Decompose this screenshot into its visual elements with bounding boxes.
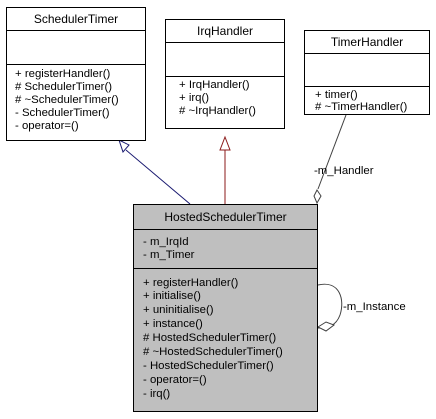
method-item: + IrqHandler() [179,79,250,91]
inheritance-arrow-irq-handler [219,135,231,151]
method-item: # ~HostedSchedulerTimer() [143,346,283,358]
method-item: # ~IrqHandler() [179,105,256,117]
aggregation-diamond-handler [313,189,322,205]
method-item: # SchedulerTimer() [15,81,113,93]
method-item: - operator=() [15,120,79,132]
class-separator [305,53,429,54]
inheritance-edge-scheduler-timer [125,149,191,205]
method-item: + timer() [315,89,358,101]
method-item: + registerHandler() [15,68,111,80]
method-item: # ~TimerHandler() [315,101,408,113]
method-item: + initialise() [143,290,201,302]
class-separator [166,76,284,77]
method-item: - SchedulerTimer() [15,107,110,119]
class-separator [305,86,429,87]
class-box-timer-handler: TimerHandler + timer() # ~TimerHandler() [304,30,430,115]
method-item: # ~SchedulerTimer() [15,94,119,106]
method-item: + uninitialise() [143,304,214,316]
class-separator [7,64,145,65]
class-box-irq-handler: IrqHandler + IrqHandler() + irq() # ~Irq… [165,19,285,129]
class-separator [166,42,284,43]
inheritance-arrow-scheduler-timer [118,139,130,153]
class-separator [7,30,145,31]
class-separator [134,229,317,230]
method-item: - operator=() [143,374,207,386]
method-item: + irq() [179,92,210,104]
method-item: - HostedSchedulerTimer() [143,360,274,372]
attribute-item: - m_IrqId [143,236,189,248]
class-box-scheduler-timer: SchedulerTimer + registerHandler() # Sch… [6,7,146,141]
class-name-timer-handler: TimerHandler [330,35,404,49]
aggregation-diamond-instance [316,321,336,332]
class-separator [134,268,317,269]
method-item: # HostedSchedulerTimer() [143,332,277,344]
edge-label-handler: -m_Handler [314,165,374,177]
class-name-hosted-scheduler-timer: HostedSchedulerTimer [164,210,287,224]
association-edge-instance [317,283,343,329]
class-box-hosted-scheduler-timer: HostedSchedulerTimer - m_IrqId - m_Timer… [133,204,318,412]
method-item: + instance() [143,318,203,330]
attribute-item: - m_Timer [143,249,195,261]
class-name-scheduler-timer: SchedulerTimer [33,12,119,26]
method-item: - irq() [143,388,171,400]
edge-label-instance: -m_Instance [343,301,406,313]
class-name-irq-handler: IrqHandler [196,24,254,38]
method-item: + registerHandler() [143,277,239,289]
association-edge-handler [317,114,347,190]
